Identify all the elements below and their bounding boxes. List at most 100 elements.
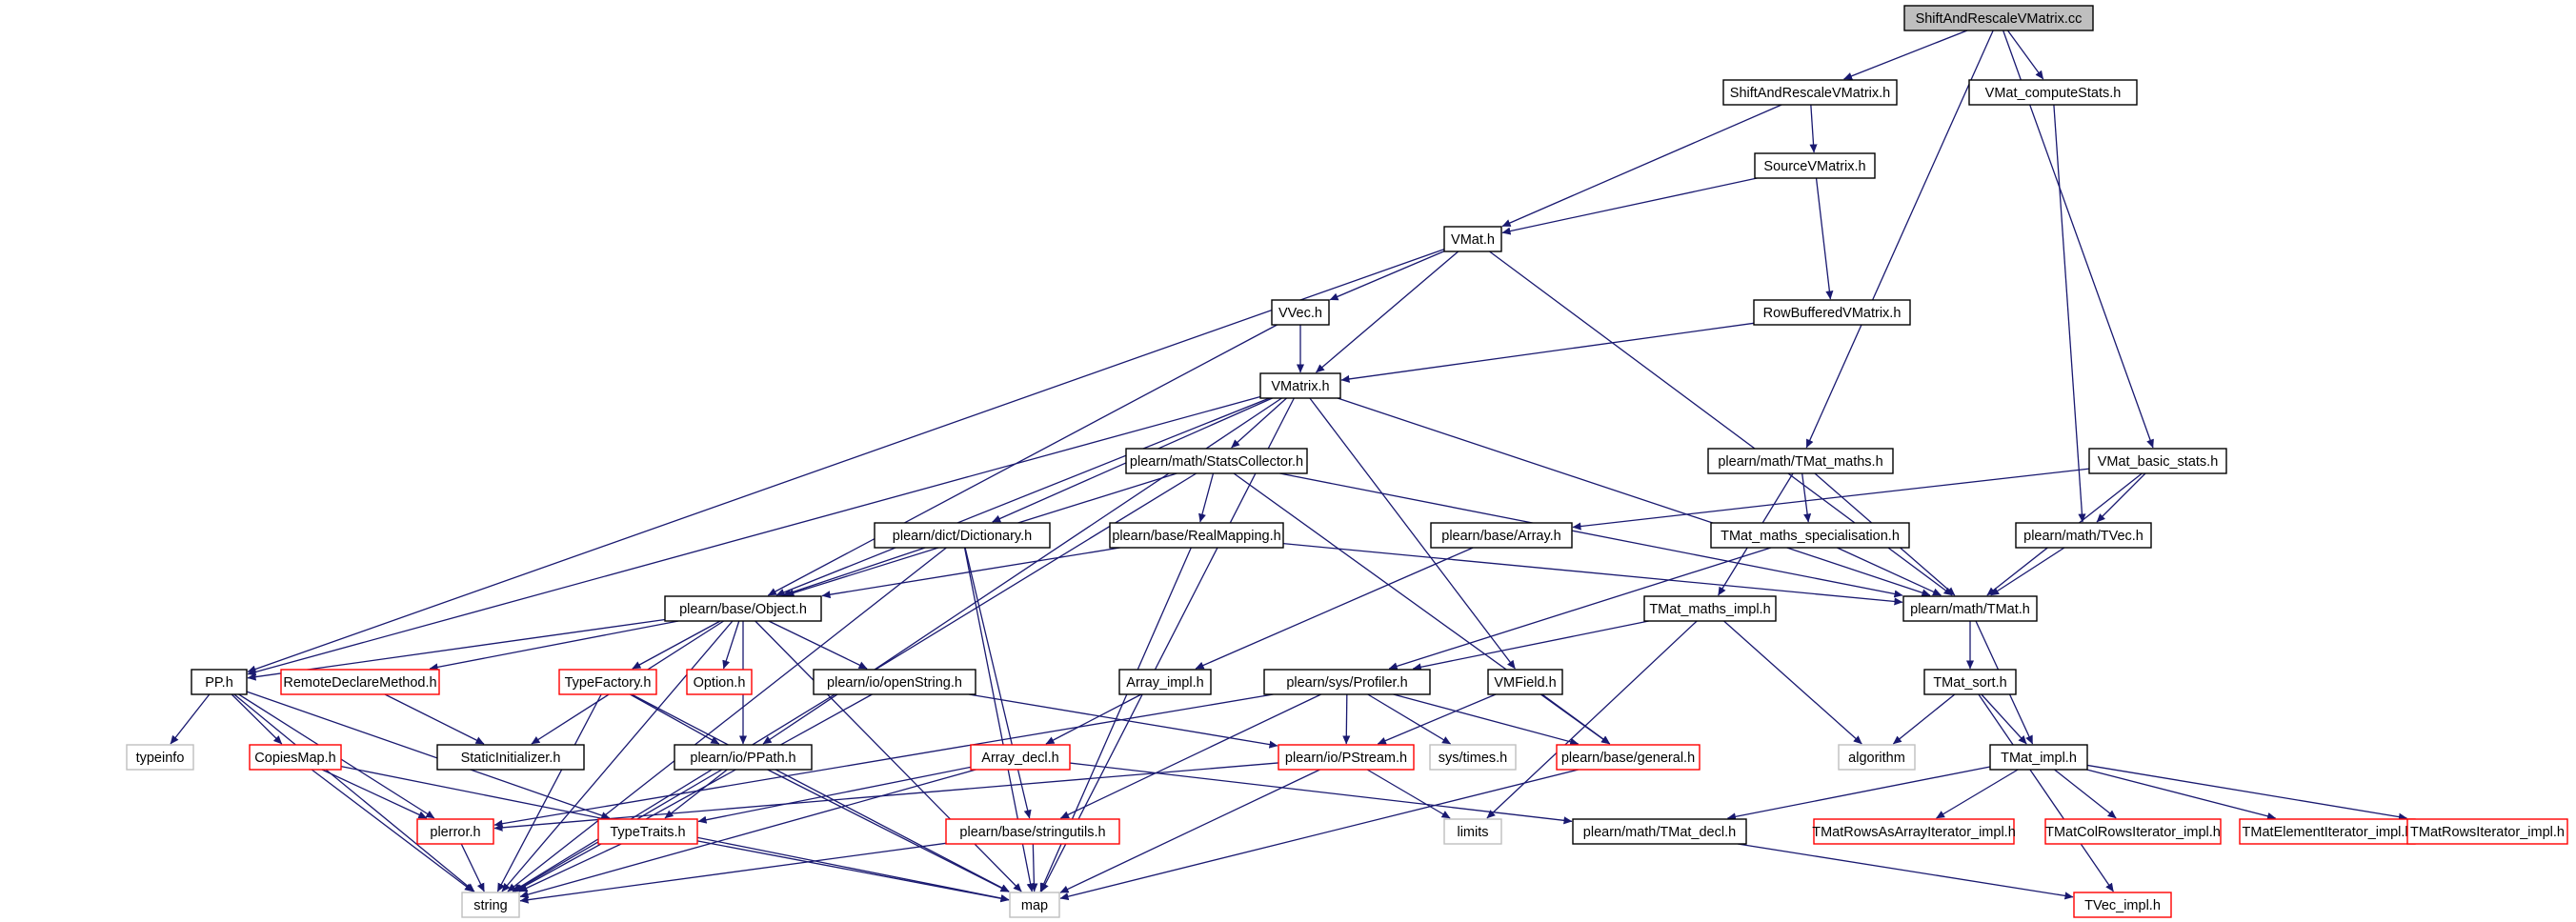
node-sourcevm[interactable]: SourceVMatrix.h <box>1754 152 1876 179</box>
node-dictionary[interactable]: plearn/dict/Dictionary.h <box>874 522 1051 549</box>
node-realmapping[interactable]: plearn/base/RealMapping.h <box>1109 522 1284 549</box>
node-box <box>1710 522 1910 549</box>
edge-array_decl-to-string <box>519 769 976 898</box>
node-vmatrix_h[interactable]: VMatrix.h <box>1259 372 1341 399</box>
node-tmat_sort[interactable]: TMat_sort.h <box>1923 669 2017 695</box>
edge-array_decl-to-typetraits <box>697 766 972 824</box>
node-map: map <box>1009 892 1060 918</box>
node-openstring[interactable]: plearn/io/openString.h <box>813 669 976 695</box>
edge-pstream-to-limits <box>1366 769 1451 819</box>
edge-dictionary-to-stringutils <box>964 547 1032 819</box>
node-statscoll[interactable]: plearn/math/StatsCollector.h <box>1125 448 1308 474</box>
node-label: TypeFactory.h <box>565 675 652 691</box>
node-tmat_maths_impl[interactable]: TMat_maths_impl.h <box>1643 595 1777 622</box>
node-sarvm_h[interactable]: ShiftAndRescaleVMatrix.h <box>1722 79 1898 106</box>
edge-tmat_sort-to-tmat_impl <box>1981 693 2027 745</box>
node-stringutils[interactable]: plearn/base/stringutils.h <box>945 818 1120 845</box>
node-vmat_basic[interactable]: VMat_basic_stats.h <box>2088 448 2227 474</box>
edge-pstream-to-map <box>1059 769 1320 893</box>
node-array_impl[interactable]: Array_impl.h <box>1118 669 1212 695</box>
node-vmat_compstats[interactable]: VMat_computeStats.h <box>1968 79 2138 106</box>
node-vvec_h[interactable]: VVec.h <box>1271 299 1330 326</box>
node-label: algorithm <box>1848 751 1905 766</box>
edge-tmat_sort-to-tvec_impl <box>1978 693 2114 892</box>
node-box <box>1707 448 1894 474</box>
node-base_array[interactable]: plearn/base/Array.h <box>1430 522 1573 549</box>
edge-sourcevm-to-vmat_h <box>1501 177 1758 235</box>
edge-stringutils-to-map <box>1030 843 1038 892</box>
node-option_h[interactable]: Option.h <box>686 669 753 695</box>
edge-typetraits-to-map <box>696 840 1010 903</box>
node-tmat_spec[interactable]: TMat_maths_specialisation.h <box>1710 522 1910 549</box>
edge-vmatrix_h-to-statscoll <box>1231 397 1287 449</box>
node-label: VVec.h <box>1278 306 1322 321</box>
edge-pp_h-to-typeinfo <box>170 693 211 745</box>
node-box <box>674 744 813 771</box>
node-copiesmap[interactable]: CopiesMap.h <box>249 744 342 771</box>
node-tvec_h[interactable]: plearn/math/TVec.h <box>2015 522 2152 549</box>
nodes-layer: ShiftAndRescaleVMatrix.ccShiftAndRescale… <box>126 5 2568 918</box>
node-box <box>1125 448 1308 474</box>
node-label: plearn/base/RealMapping.h <box>1112 529 1280 544</box>
node-rowbuf[interactable]: RowBufferedVMatrix.h <box>1753 299 1911 326</box>
edge-ppath-to-map <box>767 769 1010 892</box>
node-tmat_h[interactable]: plearn/math/TMat.h <box>1902 595 2038 622</box>
node-box <box>1968 79 2138 106</box>
edge-tmat_maths_impl-to-algorithm <box>1723 620 1862 745</box>
node-box <box>1109 522 1284 549</box>
node-box <box>1443 818 1502 845</box>
edge-tmat_spec-to-profiler <box>1388 547 1772 671</box>
edge-vmat_compstats-to-tvec_h <box>2053 104 2086 523</box>
edge-object_h-to-typefactory <box>632 620 721 670</box>
node-label: TMat_sort.h <box>1933 675 2006 691</box>
node-vmfield[interactable]: VMField.h <box>1487 669 1563 695</box>
node-profiler[interactable]: plearn/sys/Profiler.h <box>1263 669 1431 695</box>
edge-stringutils-to-string <box>519 842 947 904</box>
node-ppath[interactable]: plearn/io/PPath.h <box>674 744 813 771</box>
node-label: VMat_computeStats.h <box>1985 86 2122 101</box>
node-pstream[interactable]: plearn/io/PStream.h <box>1278 744 1415 771</box>
node-label: plearn/math/TMat_decl.h <box>1583 825 1736 840</box>
edge-profiler-to-plerror <box>493 693 1274 828</box>
node-box <box>1813 818 2015 845</box>
node-typetraits[interactable]: TypeTraits.h <box>597 818 698 845</box>
node-object_h[interactable]: plearn/base/Object.h <box>664 595 822 622</box>
node-tmat_impl[interactable]: TMat_impl.h <box>1989 744 2088 771</box>
node-box <box>686 669 753 695</box>
node-rowsiter[interactable]: TMatRowsIterator_impl.h <box>2406 818 2568 845</box>
edge-object_h-to-remotedecl <box>429 620 679 671</box>
node-general[interactable]: plearn/base/general.h <box>1556 744 1701 771</box>
node-label: PP.h <box>205 675 233 691</box>
node-remotedecl[interactable]: RemoteDeclareMethod.h <box>280 669 440 695</box>
edge-object_h-to-openstring <box>768 620 868 670</box>
edge-profiler-to-pstream <box>1342 693 1351 745</box>
edge-typefactory-to-string <box>496 693 602 892</box>
node-elemiter[interactable]: TMatElementIterator_impl.h <box>2239 818 2416 845</box>
node-label: plearn/base/Object.h <box>679 602 807 617</box>
node-box <box>1902 595 2038 622</box>
edge-tvec_h-to-tmat_h <box>1990 547 2065 596</box>
node-root[interactable]: ShiftAndRescaleVMatrix.cc <box>1903 5 2094 31</box>
node-pp_h[interactable]: PP.h <box>191 669 248 695</box>
node-plerror[interactable]: plerror.h <box>416 818 494 845</box>
node-staticinit[interactable]: StaticInitializer.h <box>436 744 585 771</box>
edge-tmat_sort-to-algorithm <box>1892 693 1956 745</box>
node-tvec_impl[interactable]: TVec_impl.h <box>2073 892 2172 918</box>
node-label: plearn/math/TMat.h <box>1910 602 2030 617</box>
node-box <box>970 744 1071 771</box>
edge-profiler-to-general <box>1393 693 1580 746</box>
edge-vmat_h-to-vvec_h <box>1329 251 1445 301</box>
node-array_decl[interactable]: Array_decl.h <box>970 744 1071 771</box>
node-label: StaticInitializer.h <box>461 751 561 766</box>
node-tmat_decl[interactable]: plearn/math/TMat_decl.h <box>1572 818 1747 845</box>
node-label: SourceVMatrix.h <box>1763 159 1865 174</box>
node-vmat_h[interactable]: VMat.h <box>1443 226 1502 252</box>
node-label: ShiftAndRescaleVMatrix.cc <box>1916 11 2083 27</box>
edge-realmapping-to-object_h <box>821 547 1120 599</box>
node-colrows[interactable]: TMatColRowsIterator_impl.h <box>2044 818 2222 845</box>
node-tmat_maths[interactable]: plearn/math/TMat_maths.h <box>1707 448 1894 474</box>
edge-object_h-to-pp_h <box>247 618 666 681</box>
node-typefactory[interactable]: TypeFactory.h <box>558 669 657 695</box>
node-rowsasarray[interactable]: TMatRowsAsArrayIterator_impl.h <box>1812 818 2016 845</box>
node-label: TypeTraits.h <box>610 825 685 840</box>
